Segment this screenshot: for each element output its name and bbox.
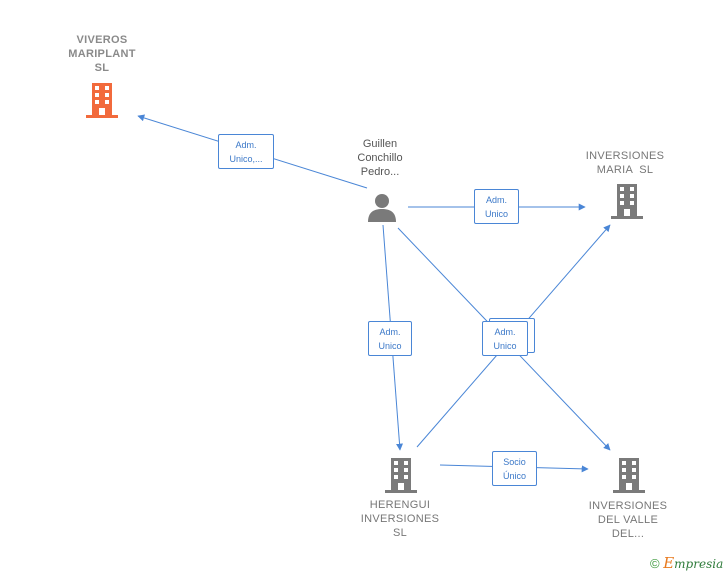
node-inv-valle-label: INVERSIONES DEL VALLE DEL...: [578, 499, 678, 541]
edge-label-e4-line-2: Unico: [493, 341, 517, 351]
person-icon[interactable]: [367, 192, 397, 222]
edge-label-e2[interactable]: Adm. Unico: [474, 189, 519, 224]
edge-label-e3[interactable]: Adm. Unico: [368, 321, 412, 356]
node-inv-maria-label: INVERSIONES MARIA SL: [575, 149, 675, 177]
node-inv-valle-line-1: INVERSIONES: [588, 500, 668, 512]
edge-label-e5-line-2: Único: [502, 471, 526, 481]
node-inv-valle-line-2: DEL VALLE: [597, 514, 659, 526]
edge-label-e3-line-1: Adm.: [379, 327, 401, 337]
copyright-symbol: ©: [650, 556, 660, 571]
edge-label-e4[interactable]: Adm. Unico: [482, 321, 528, 356]
brand-initial: E: [663, 554, 675, 572]
brand-name: mpresia: [674, 557, 724, 571]
building-icon-inv-maria[interactable]: [611, 184, 643, 219]
node-person-line-3: Pedro...: [360, 166, 400, 178]
node-viveros-line-3: SL: [94, 62, 110, 74]
building-icon-herengui[interactable]: [385, 458, 417, 493]
edge-label-e3-line-2: Unico: [378, 341, 402, 351]
edge-label-e5[interactable]: Socio Único: [492, 451, 537, 486]
footer-brand: © Empresia: [650, 554, 723, 572]
edge-label-e2-line-1: Adm.: [485, 195, 507, 205]
edge-label-e2-line-2: Unico: [484, 209, 508, 219]
edge-label-e5-line-1: Socio: [503, 457, 526, 467]
node-person-label: Guillen Conchillo Pedro...: [340, 137, 420, 179]
building-icon-inv-valle[interactable]: [613, 458, 645, 493]
node-viveros-label: VIVEROS MARIPLANT SL: [52, 33, 152, 75]
node-herengui-line-1: HERENGUI: [369, 499, 431, 511]
edge-label-e1-line-1: Adm.: [235, 140, 257, 150]
edge-label-e1-line-2: Unico,...: [229, 154, 263, 164]
node-inv-valle-line-3: DEL...: [611, 528, 645, 540]
node-viveros-line-1: VIVEROS: [76, 34, 128, 46]
brand-logo: Empresia: [663, 554, 724, 572]
edge-label-e1[interactable]: Adm. Unico,...: [218, 134, 274, 169]
edge-label-e4-line-1: Adm.: [494, 327, 516, 337]
node-inv-maria-line-1: INVERSIONES: [585, 150, 665, 162]
node-viveros-line-2: MARIPLANT: [68, 48, 136, 60]
node-herengui-label: HERENGUI INVERSIONES SL: [350, 498, 450, 540]
node-herengui-line-2: INVERSIONES: [360, 513, 440, 525]
node-person-line-1: Guillen: [362, 138, 398, 150]
building-icon-viveros[interactable]: [86, 83, 118, 118]
node-person-line-2: Conchillo: [357, 152, 403, 164]
node-inv-maria-line-2: MARIA SL: [596, 164, 654, 176]
node-herengui-line-3: SL: [392, 527, 408, 539]
